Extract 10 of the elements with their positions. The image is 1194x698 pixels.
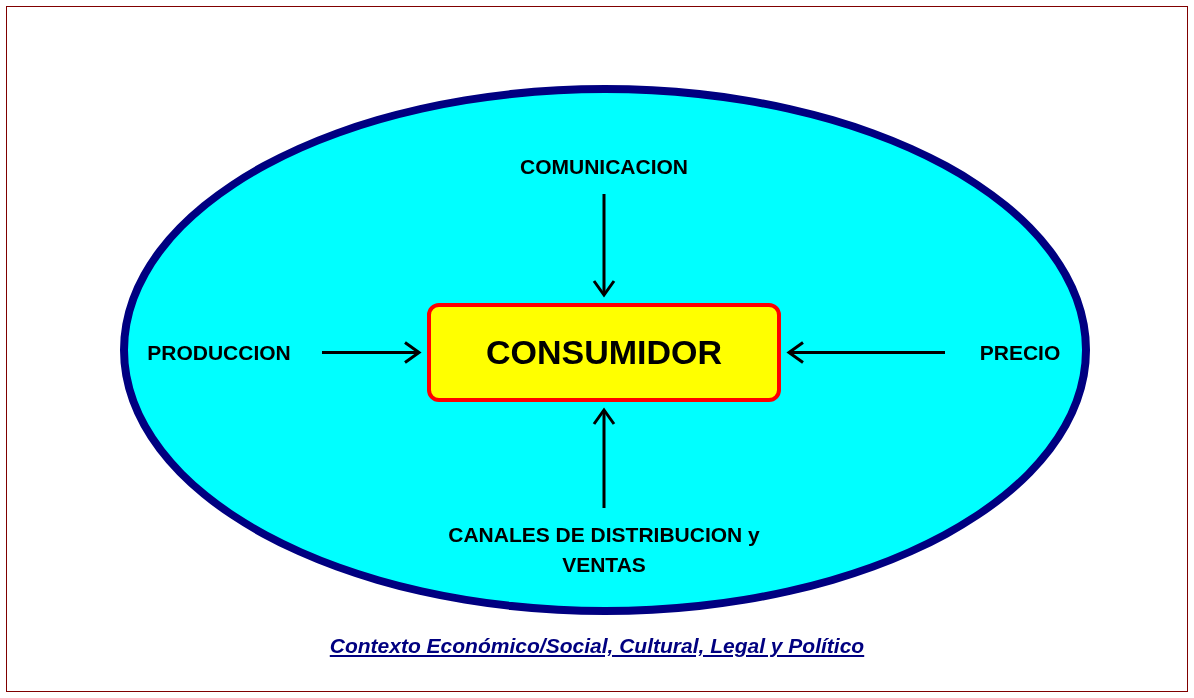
factor-label: CANALES DE DISTRIBUCION y VENTAS	[414, 518, 794, 582]
factor-label: COMUNICACION	[480, 150, 728, 184]
arrow	[787, 341, 945, 364]
arrow	[592, 194, 616, 297]
arrow	[322, 341, 421, 364]
central-box: CONSUMIDOR	[427, 303, 781, 402]
caption: Contexto Económico/Social, Cultural, Legal y Político	[328, 634, 866, 658]
factor-label: PRECIO	[955, 338, 1085, 368]
factor-label: PRODUCCION	[126, 338, 312, 368]
arrow	[592, 408, 616, 508]
